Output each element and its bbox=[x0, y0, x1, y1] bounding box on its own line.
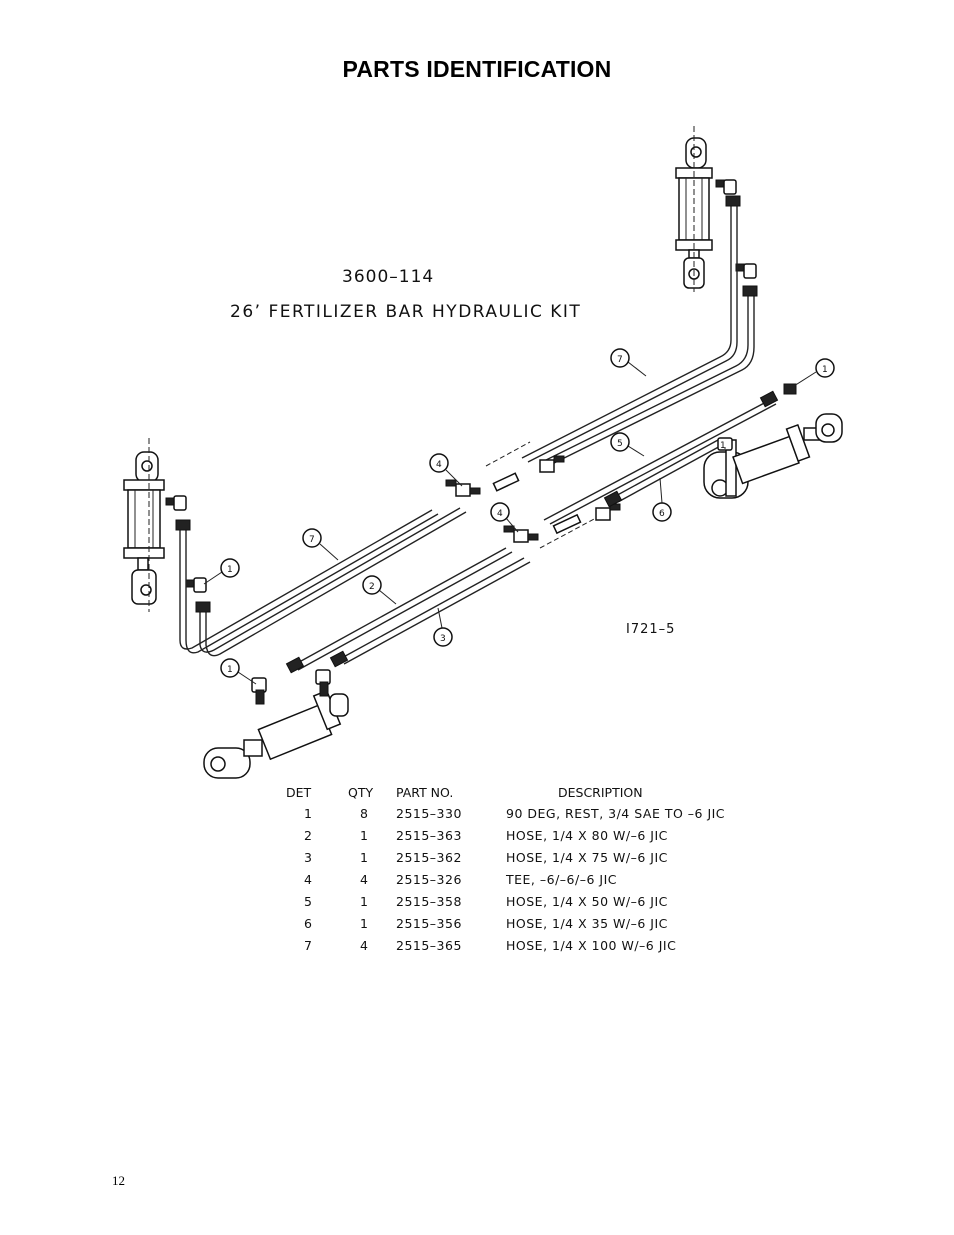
svg-text:4: 4 bbox=[497, 509, 503, 519]
header-part-no: PART NO. bbox=[396, 784, 454, 800]
balloon-det-1-upper-right: 1 bbox=[793, 358, 835, 387]
header-description: DESCRIPTION bbox=[558, 784, 643, 800]
balloon-det-5: 5 bbox=[610, 432, 645, 457]
svg-text:7: 7 bbox=[617, 355, 623, 365]
table-row: 4 4 2515–326 TEE, –6/–6/–6 JIC bbox=[304, 871, 617, 887]
svg-text:1: 1 bbox=[227, 565, 233, 575]
page-number: 12 bbox=[112, 1173, 125, 1188]
balloon-det-4-lower: 4 bbox=[490, 502, 519, 533]
header-qty: QTY bbox=[348, 784, 374, 800]
svg-text:2: 2 bbox=[369, 582, 375, 592]
svg-text:3: 3 bbox=[440, 634, 446, 644]
kit-title: 26’ FERTILIZER BAR HYDRAULIC KIT bbox=[230, 302, 581, 322]
table-row: 1 8 2515–330 90 DEG, REST, 3/4 SAE TO –6… bbox=[304, 805, 726, 821]
tee-fitting-mid bbox=[539, 455, 621, 521]
tee-fitting-upper bbox=[445, 479, 481, 497]
table-row: 6 1 2515–356 HOSE, 1/4 X 35 W/–6 JIC bbox=[304, 915, 668, 931]
svg-text:1: 1 bbox=[822, 365, 828, 375]
balloon-det-2: 2 bbox=[362, 575, 397, 605]
table-row: 2 1 2515–363 HOSE, 1/4 X 80 W/–6 JIC bbox=[304, 827, 668, 843]
svg-text:1: 1 bbox=[720, 441, 726, 451]
balloon-det-4-upper: 4 bbox=[429, 453, 463, 487]
balloon-det-1-bottom: 1 bbox=[220, 658, 257, 685]
cylinder-top-right bbox=[675, 137, 757, 289]
svg-text:5: 5 bbox=[617, 439, 623, 449]
svg-text:1: 1 bbox=[227, 665, 233, 675]
cylinder-left bbox=[123, 451, 207, 605]
balloon-det-6: 6 bbox=[652, 477, 672, 522]
parts-table: DET QTY PART NO. DESCRIPTION 1 8 2515–33… bbox=[286, 782, 798, 956]
table-row: 5 1 2515–358 HOSE, 1/4 X 50 W/–6 JIC bbox=[304, 893, 668, 909]
balloon-det-3: 3 bbox=[433, 607, 453, 647]
cylinder-right bbox=[703, 383, 843, 499]
svg-text:4: 4 bbox=[436, 460, 442, 470]
balloon-det-1-right: 1 bbox=[720, 441, 726, 451]
parts-table-header: DET QTY PART NO. DESCRIPTION bbox=[286, 782, 798, 802]
balloon-det-7-lower: 7 bbox=[302, 528, 339, 561]
header-det: DET bbox=[286, 784, 312, 800]
kit-number: 3600–114 bbox=[342, 267, 434, 287]
table-row: 3 1 2515–362 HOSE, 1/4 X 75 W/–6 JIC bbox=[304, 849, 668, 865]
svg-text:6: 6 bbox=[659, 509, 665, 519]
balloon-det-1-left: 1 bbox=[203, 558, 240, 585]
tee-fitting-lower bbox=[503, 525, 539, 543]
balloon-det-7-upper: 7 bbox=[610, 348, 647, 377]
svg-text:7: 7 bbox=[309, 535, 315, 545]
page-title: PARTS IDENTIFICATION bbox=[342, 56, 612, 82]
cylinder-bottom bbox=[203, 669, 349, 779]
table-row: 7 4 2515–365 HOSE, 1/4 X 100 W/–6 JIC bbox=[304, 937, 677, 953]
drawing-reference: I721–5 bbox=[626, 622, 675, 637]
